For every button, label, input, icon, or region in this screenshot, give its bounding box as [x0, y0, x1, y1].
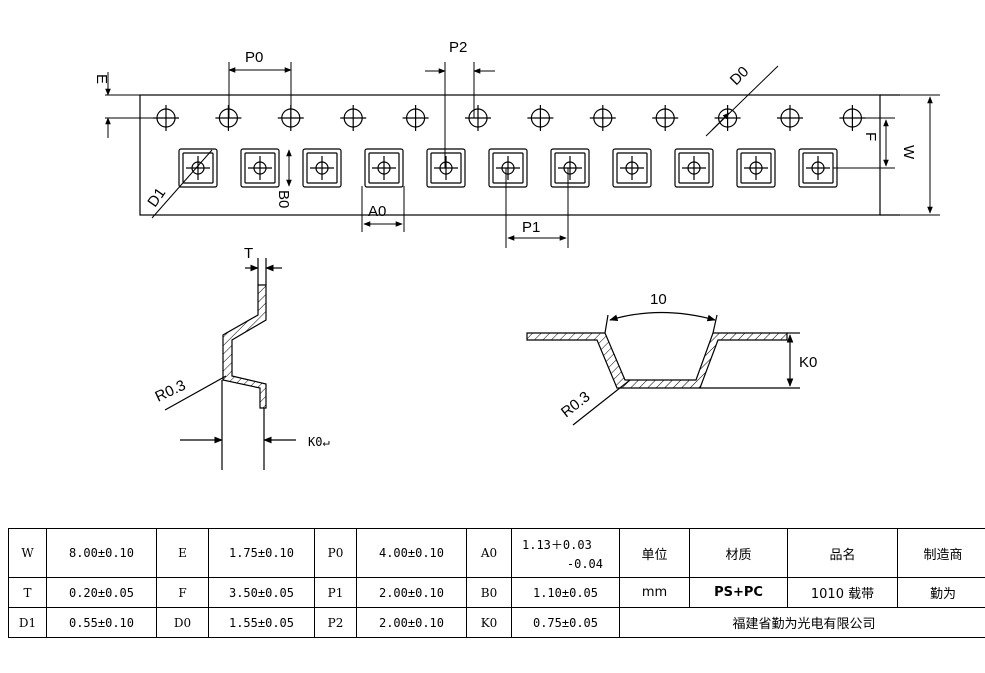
pocket — [798, 148, 838, 188]
sprocket-hole — [714, 105, 741, 131]
r03-left-label: R0.3 — [153, 377, 189, 406]
material-header: 材质 — [689, 528, 788, 578]
d0-label-cell: D0 — [156, 607, 209, 638]
d1-label: D1 — [144, 185, 169, 210]
unit-header: 单位 — [619, 528, 690, 578]
company-name: 福建省勤为光电有限公司 — [619, 607, 985, 638]
sprocket-hole — [215, 105, 242, 131]
pocket — [240, 148, 280, 188]
pocket — [488, 148, 528, 188]
b0-value-cell: 1.10±0.05 — [511, 577, 620, 608]
t-label: T — [244, 245, 253, 262]
product-value: 1010 载带 — [787, 577, 898, 608]
sprocket-hole — [652, 105, 679, 131]
p0-value-cell: 4.00±0.10 — [356, 528, 467, 578]
pocket — [736, 148, 776, 188]
tape-section-left — [164, 258, 296, 470]
sprocket-holes — [153, 105, 866, 131]
w-label-cell: W — [8, 528, 47, 578]
d1-label-cell: D1 — [8, 607, 47, 638]
table-row: W 8.00±0.10 E 1.75±0.10 P0 4.00±0.10 A0 … — [8, 528, 985, 578]
r03-right-label: R0.3 — [558, 388, 593, 421]
p1-label-cell: P1 — [314, 577, 357, 608]
pocket — [550, 148, 590, 188]
p0-label: P0 — [245, 49, 263, 66]
a0-value-upper: 1.13＋0.03 — [522, 537, 592, 552]
carrier-tape-drawing: P0 P2 E D0 F W D1 B0 A0 P1 T R0.3 K0↵ 10… — [93, 39, 940, 470]
k0-label-cell: K0 — [466, 607, 512, 638]
pocket — [426, 148, 466, 188]
table-row: D1 0.55±0.10 D0 1.55±0.05 P2 2.00±0.10 K… — [8, 607, 985, 638]
p0-label-cell: P0 — [314, 528, 357, 578]
pocket — [364, 148, 404, 188]
sprocket-hole — [527, 105, 554, 131]
p2-value-cell: 2.00±0.10 — [356, 607, 467, 638]
f-label-cell: F — [156, 577, 209, 608]
pocket — [674, 148, 714, 188]
a0-value-lower: -0.04 — [566, 556, 603, 571]
e-label: E — [93, 74, 110, 84]
a0-label-cell: A0 — [466, 528, 512, 578]
d0-value-cell: 1.55±0.05 — [208, 607, 315, 638]
sprocket-hole — [465, 105, 491, 131]
sprocket-hole — [402, 105, 429, 131]
w-value-cell: 8.00±0.10 — [46, 528, 157, 578]
tape-top-view — [139, 94, 900, 216]
pocket — [302, 148, 342, 188]
pocket — [178, 148, 218, 188]
p2-label: P2 — [449, 39, 467, 56]
a0-label: A0 — [368, 203, 386, 220]
pockets — [178, 148, 838, 188]
w-label: W — [900, 145, 917, 160]
maker-value: 勤为 — [897, 577, 985, 608]
product-header: 品名 — [787, 528, 898, 578]
tape-outline — [139, 94, 881, 216]
sprocket-hole — [777, 105, 803, 131]
f-value-cell: 3.50±0.05 — [208, 577, 315, 608]
f-label: F — [862, 132, 879, 141]
k0-left-label: K0↵ — [308, 435, 330, 449]
e-label-cell: E — [156, 528, 209, 578]
spec-table: W 8.00±0.10 E 1.75±0.10 P0 4.00±0.10 A0 … — [8, 528, 985, 638]
p1-value-cell: 2.00±0.10 — [356, 577, 467, 608]
pocket — [612, 148, 652, 188]
p1-label: P1 — [522, 219, 540, 236]
e-value-cell: 1.75±0.10 — [208, 528, 315, 578]
unit-value: mm — [619, 577, 690, 608]
d0-label: D0 — [727, 63, 753, 89]
angle-label: 10 — [650, 291, 667, 308]
table-row: T 0.20±0.05 F 3.50±0.05 P1 2.00±0.10 B0 … — [8, 577, 985, 608]
sprocket-hole — [589, 105, 616, 131]
a0-value-cell: 1.13＋0.03 -0.04 — [511, 528, 620, 578]
material-value: PS+PC — [689, 577, 788, 608]
b0-label-cell: B0 — [466, 577, 512, 608]
t-label-cell: T — [8, 577, 47, 608]
k0-right-label: K0 — [799, 354, 817, 371]
p2-label-cell: P2 — [314, 607, 357, 638]
sprocket-hole — [340, 105, 367, 131]
d1-value-cell: 0.55±0.10 — [46, 607, 157, 638]
tape-section-right — [526, 311, 800, 426]
t-value-cell: 0.20±0.05 — [46, 577, 157, 608]
k0-value-cell: 0.75±0.05 — [511, 607, 620, 638]
b0-label: B0 — [275, 190, 292, 208]
maker-header: 制造商 — [897, 528, 985, 578]
